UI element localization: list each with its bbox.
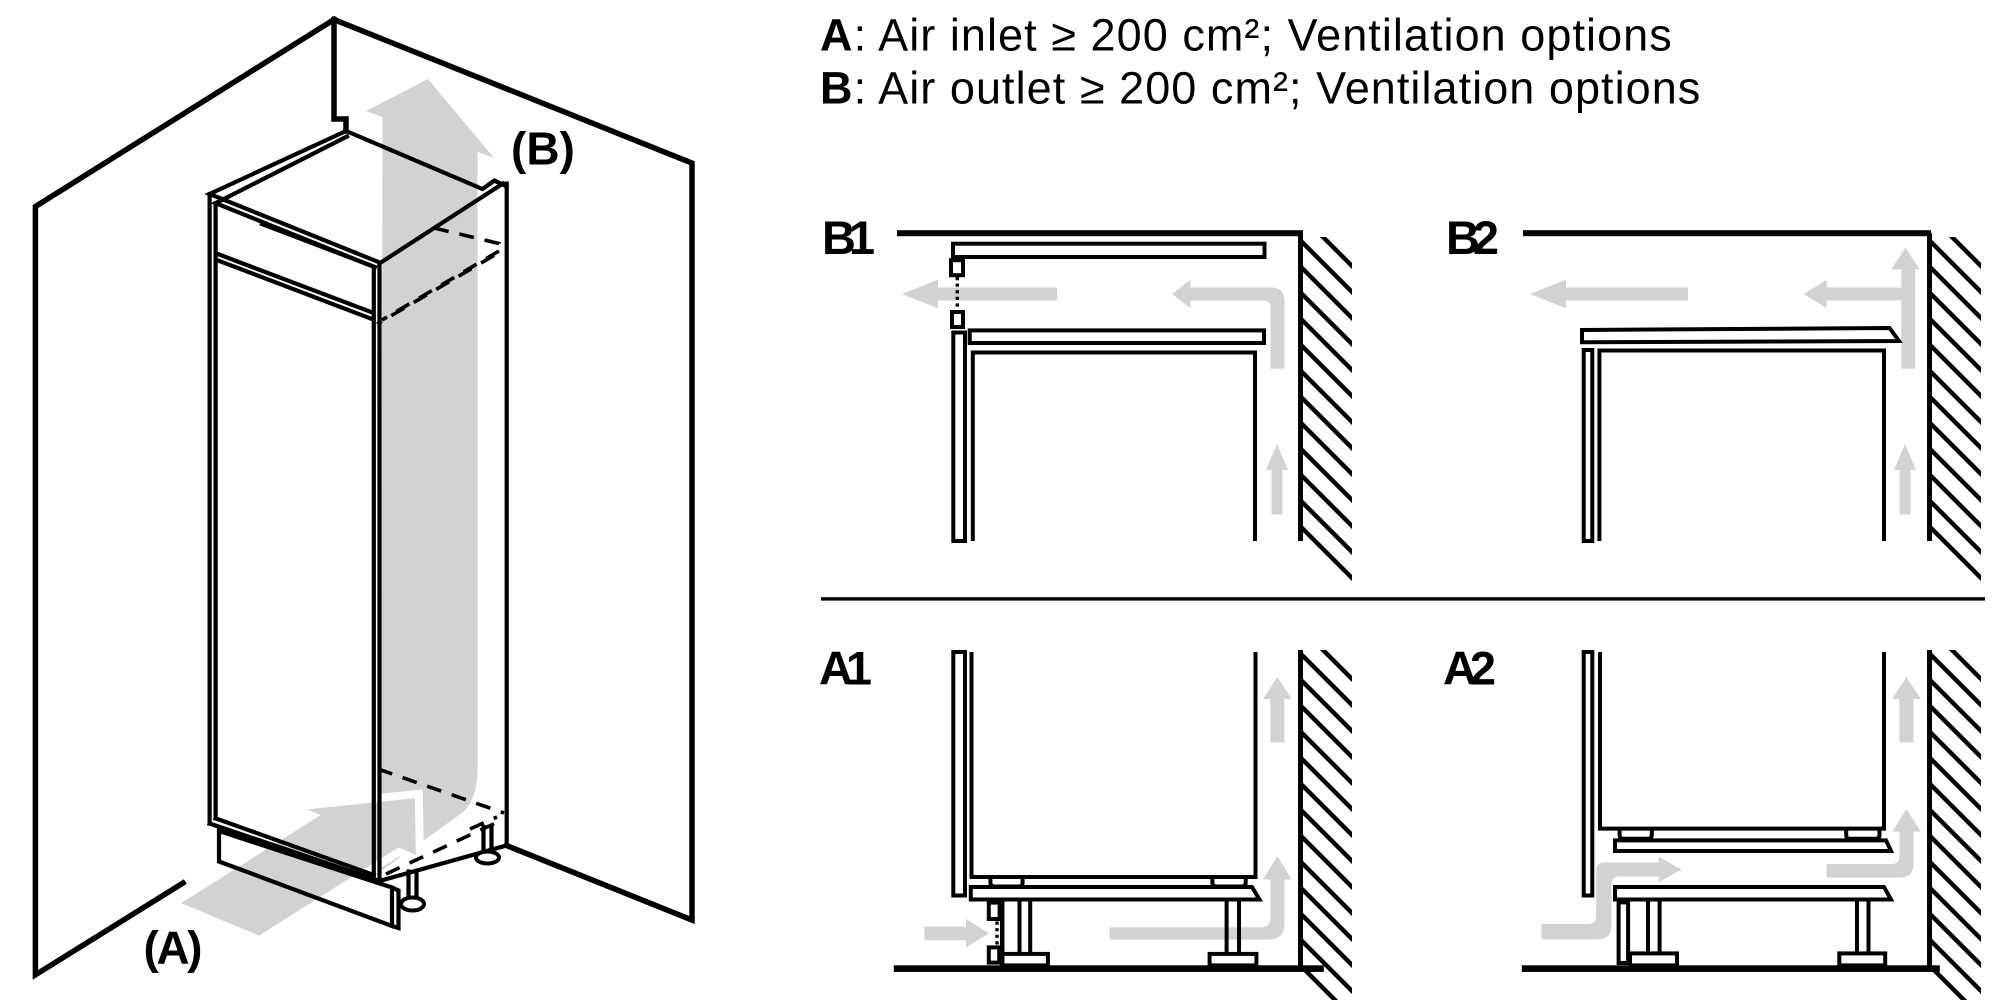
- svg-text:B: Air outlet ≥ 200 cm²; Venti: B: Air outlet ≥ 200 cm²; Ventilation opt…: [820, 63, 1701, 114]
- svg-text:B2: B2: [1446, 211, 1499, 264]
- svg-text:A2: A2: [1443, 642, 1496, 695]
- svg-text:A1: A1: [819, 642, 872, 695]
- svg-text:(A): (A): [144, 922, 203, 974]
- svg-text:A: Air inlet ≥ 200 cm²; Ventil: A: Air inlet ≥ 200 cm²; Ventilation opti…: [820, 10, 1673, 61]
- svg-text:(B): (B): [511, 123, 575, 175]
- svg-text:B1: B1: [822, 211, 875, 264]
